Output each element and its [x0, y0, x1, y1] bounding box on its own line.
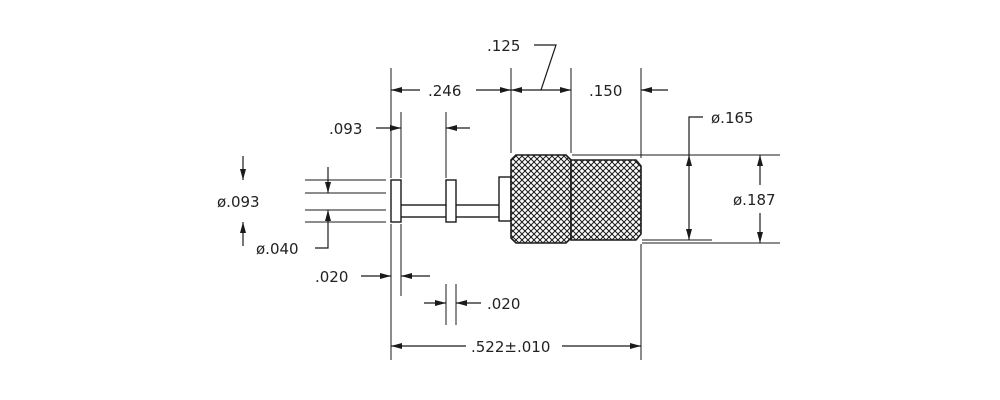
left-flange [390, 179, 402, 223]
dimension-lines [240, 44, 763, 349]
dim-overall-length: .522±.010 [471, 338, 550, 356]
dim-150: .150 [589, 82, 622, 100]
middle-flange [445, 179, 457, 223]
dim-020-middle: .020 [487, 295, 520, 313]
extension-lines [305, 68, 780, 360]
dim-020-flange: .020 [315, 268, 348, 286]
dim-dia-040: ø.040 [256, 240, 299, 258]
knurled-head-minor [570, 159, 642, 241]
knurled-head-major [510, 154, 572, 244]
dim-dia-187: ø.187 [733, 191, 776, 209]
dim-125: .125 [487, 37, 520, 55]
dim-dia-093: ø.093 [217, 193, 260, 211]
dim-dia-165: ø.165 [711, 109, 754, 127]
part-outline [390, 154, 642, 244]
neck [498, 176, 512, 222]
dim-246: .246 [428, 82, 461, 100]
dim-093-length: .093 [329, 120, 362, 138]
